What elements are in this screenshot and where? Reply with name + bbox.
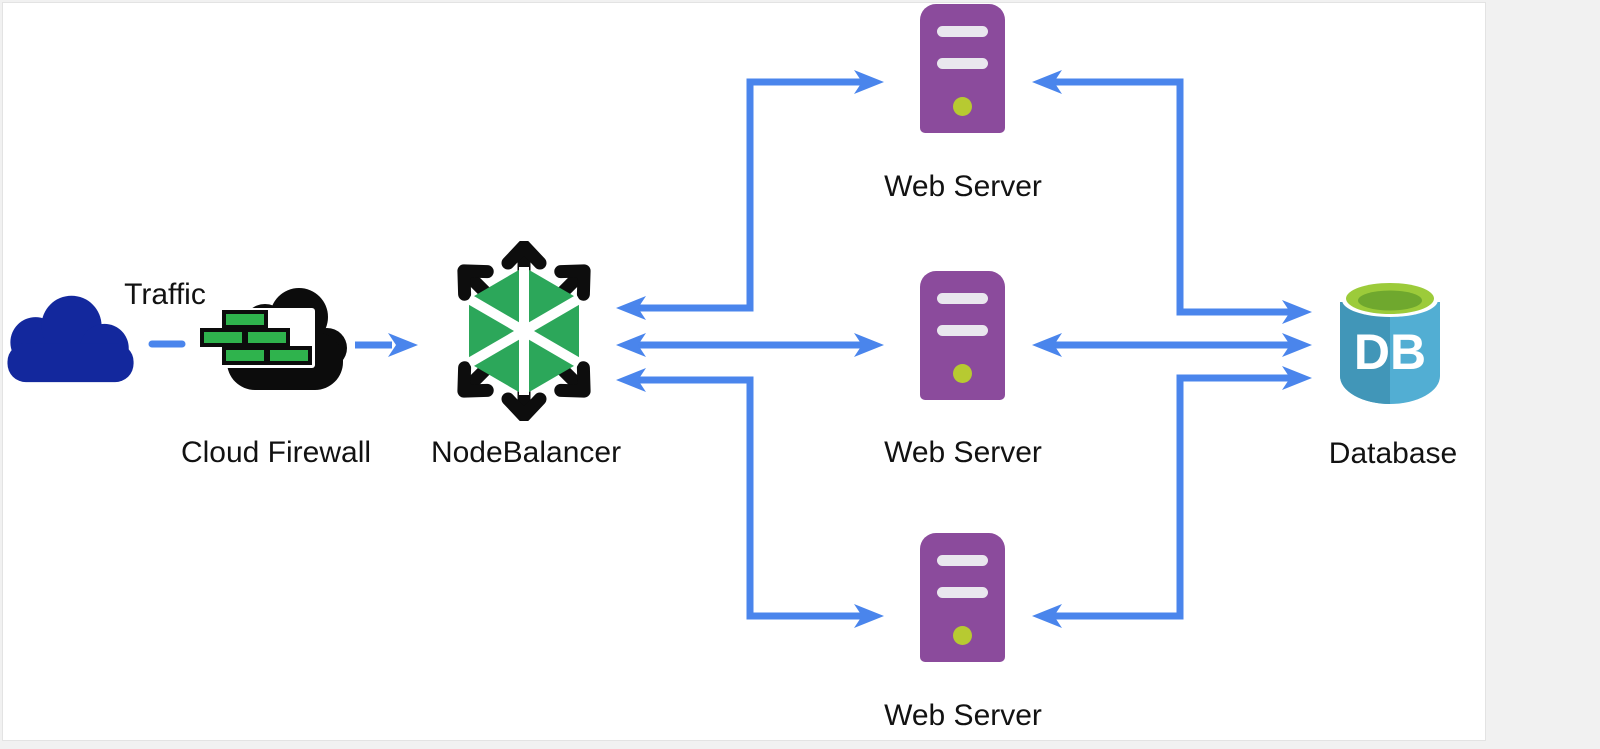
server-slot — [937, 58, 988, 69]
server-slot — [937, 325, 988, 336]
node-label-firewall: Cloud Firewall — [180, 436, 372, 469]
node-label-traffic: Traffic — [124, 278, 206, 311]
node-label-nodebalancer: NodeBalancer — [430, 436, 622, 469]
server-slot — [937, 587, 988, 598]
server-icon-webserver1 — [920, 4, 1005, 133]
server-icon-webserver3 — [920, 533, 1005, 662]
server-slot — [937, 293, 988, 304]
server-led — [953, 364, 972, 383]
database-cylinder-icon: DB — [1340, 283, 1440, 404]
node-label-database: Database — [1328, 437, 1458, 470]
server-led — [953, 97, 972, 116]
server-slot — [937, 26, 988, 37]
cloud-icon — [7, 295, 134, 383]
firewall-cloud-icon — [198, 288, 347, 390]
database-badge: DB — [1354, 324, 1426, 380]
node-label-webserver3: Web Server — [884, 699, 1042, 732]
server-led — [953, 626, 972, 645]
node-label-webserver1: Web Server — [884, 170, 1042, 203]
server-icon-webserver2 — [920, 271, 1005, 400]
node-label-webserver2: Web Server — [884, 436, 1042, 469]
nodebalancer-icon — [457, 241, 591, 421]
server-slot — [937, 555, 988, 566]
